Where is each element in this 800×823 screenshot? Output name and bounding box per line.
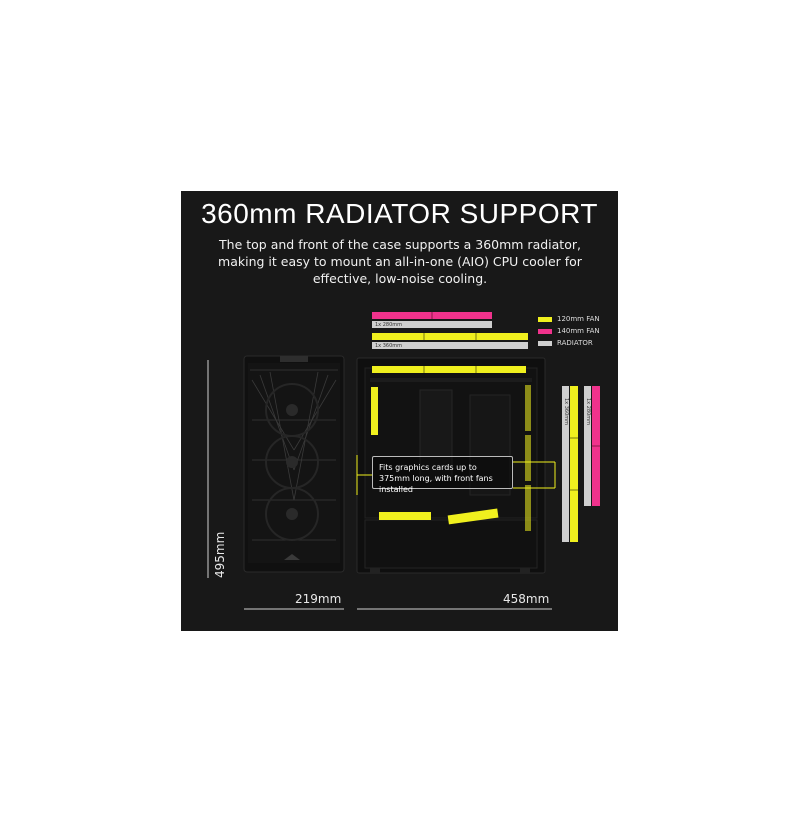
gpu-length-bracket (356, 455, 556, 495)
bottom-fan-tilted (447, 508, 499, 525)
legend-label-140: 140mm FAN (557, 327, 600, 335)
label-front-360: 1x 360mm (563, 398, 569, 426)
front-internal-fan-3 (525, 485, 531, 531)
front-view-case (243, 355, 345, 573)
internal-top-fan (372, 366, 526, 373)
rear-fan (371, 387, 378, 435)
page-title: 360mm RADIATOR SUPPORT (201, 198, 598, 229)
gpu-callout: Fits graphics cards up to 375mm long, wi… (372, 456, 513, 494)
legend-radiator: RADIATOR (538, 339, 593, 347)
top-120-fan-bar (372, 333, 528, 340)
front-120-fan-stack (570, 386, 578, 542)
height-dimension-label: 495mm (213, 531, 227, 578)
depth-dimension-label: 458mm (503, 592, 550, 606)
psu-shroud-fan (379, 512, 431, 520)
label-front-280: 1x 280mm (585, 398, 591, 426)
legend-swatch-120 (538, 316, 552, 322)
legend-140mm-fan: 140mm FAN (538, 327, 600, 335)
legend-label-120: 120mm FAN (557, 315, 600, 323)
front-internal-fan-2 (525, 435, 531, 481)
label-top-280: 1x 280mm (375, 322, 403, 328)
top-280-radiator-bar (372, 321, 492, 328)
page-subtitle: The top and front of the case supports a… (218, 237, 582, 286)
legend-label-radiator: RADIATOR (557, 339, 593, 347)
legend-swatch-140 (538, 328, 552, 334)
legend-120mm-fan: 120mm FAN (538, 315, 600, 323)
front-internal-fan-1 (525, 385, 531, 431)
front-280-radiator-bar (584, 386, 591, 506)
width-dimension-label: 219mm (295, 592, 342, 606)
front-360-radiator-bar (562, 386, 569, 542)
top-360-radiator-bar (372, 342, 528, 349)
label-top-360: 1x 360mm (375, 343, 403, 349)
legend-swatch-radiator (538, 340, 552, 346)
